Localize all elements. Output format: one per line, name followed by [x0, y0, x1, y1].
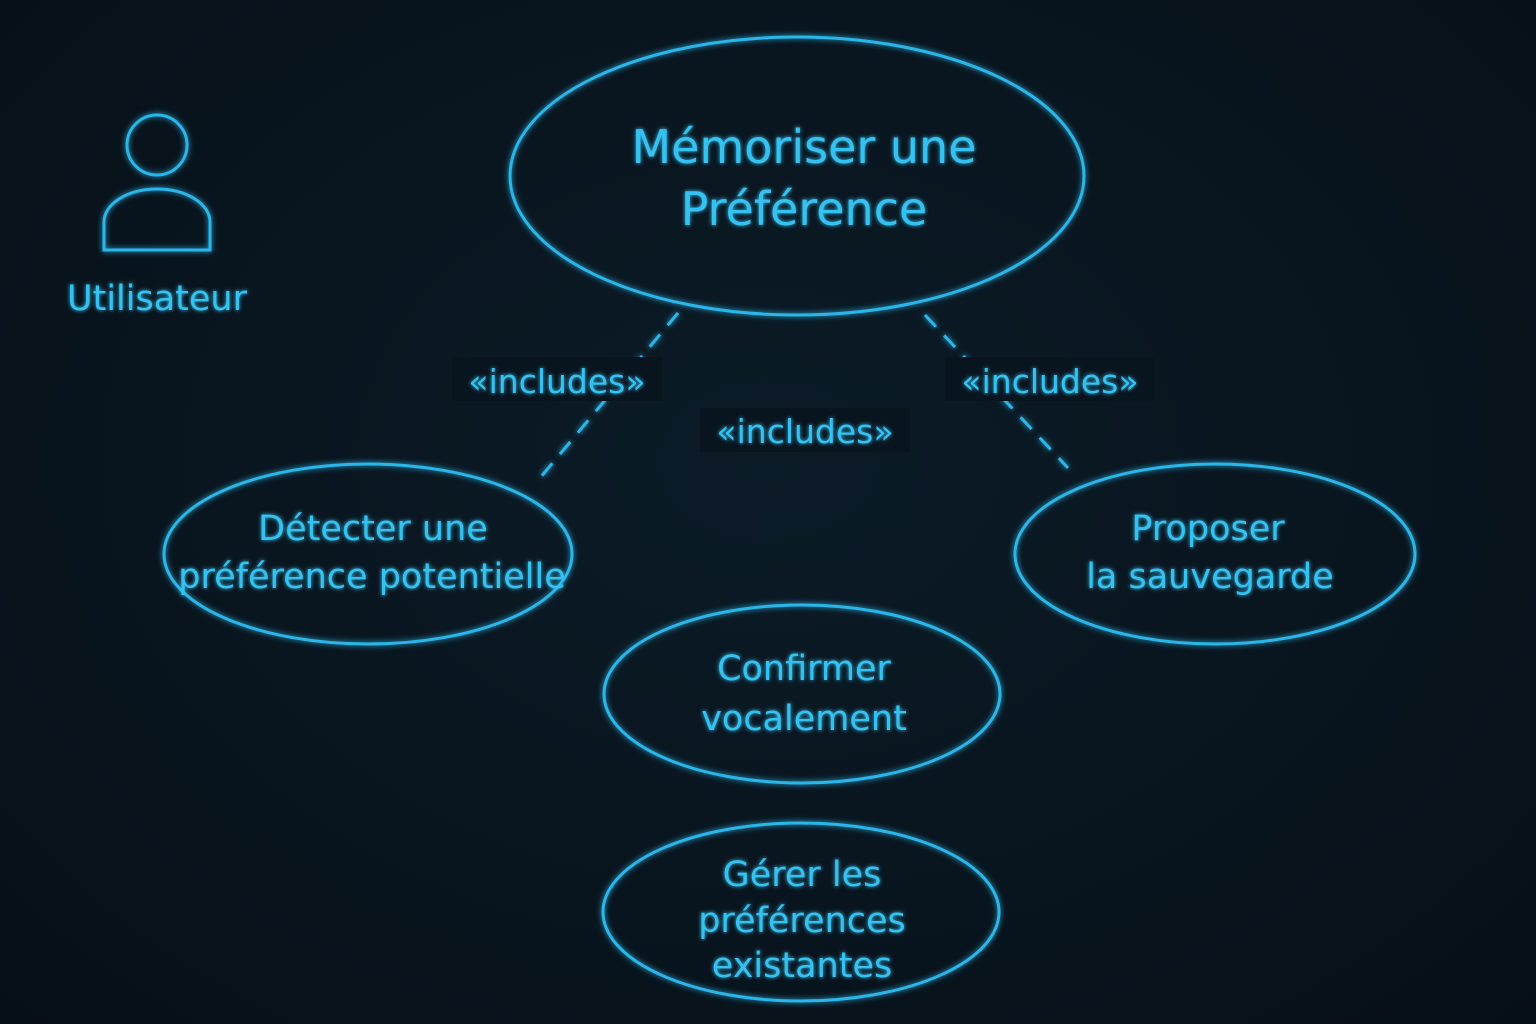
- use-case-proposer-sauvegarde[interactable]: Proposer la sauvegarde: [1013, 462, 1417, 646]
- detect-ellipse: [162, 462, 574, 646]
- include-label-right: «includes»: [961, 362, 1138, 401]
- detect-line2: préférence potentielle: [178, 557, 566, 597]
- manage-ellipse: [601, 821, 1001, 1003]
- use-case-detecter-preference[interactable]: Détecter une préférence potentielle: [162, 462, 574, 646]
- actor-label: Utilisateur: [67, 279, 248, 319]
- actor-utilisateur[interactable]: Utilisateur: [67, 113, 248, 319]
- person-icon: [102, 113, 212, 252]
- main-use-case-line1: Mémoriser une: [631, 120, 976, 174]
- include-label-center: «includes»: [716, 412, 893, 451]
- detect-line1: Détecter une: [258, 509, 488, 549]
- include-line-left: [538, 312, 680, 479]
- confirm-ellipse: [602, 603, 1002, 785]
- include-label-right-bg: [945, 357, 1155, 401]
- manage-line2: préférences: [698, 901, 906, 941]
- include-line-right: [923, 313, 1070, 470]
- use-case-confirmer-vocalement[interactable]: Confirmer vocalement: [602, 603, 1002, 785]
- manage-line1: Gérer les: [723, 855, 882, 895]
- propose-ellipse: [1013, 462, 1417, 646]
- propose-line1: Proposer: [1131, 509, 1285, 549]
- confirm-line1: Confirmer: [717, 649, 891, 689]
- manage-line3: existantes: [712, 946, 892, 986]
- propose-line2: la sauvegarde: [1086, 557, 1334, 597]
- use-case-gerer-preferences[interactable]: Gérer les préférences existantes: [601, 821, 1001, 1003]
- confirm-line2: vocalement: [701, 699, 907, 739]
- include-label-left-bg: [452, 357, 662, 401]
- include-label-left: «includes»: [468, 362, 645, 401]
- main-use-case-ellipse: [508, 35, 1086, 317]
- use-case-memoriser-preference[interactable]: Mémoriser une Préférence: [508, 35, 1086, 317]
- include-label-center-bg: [700, 408, 910, 452]
- main-use-case-line2: Préférence: [681, 182, 928, 236]
